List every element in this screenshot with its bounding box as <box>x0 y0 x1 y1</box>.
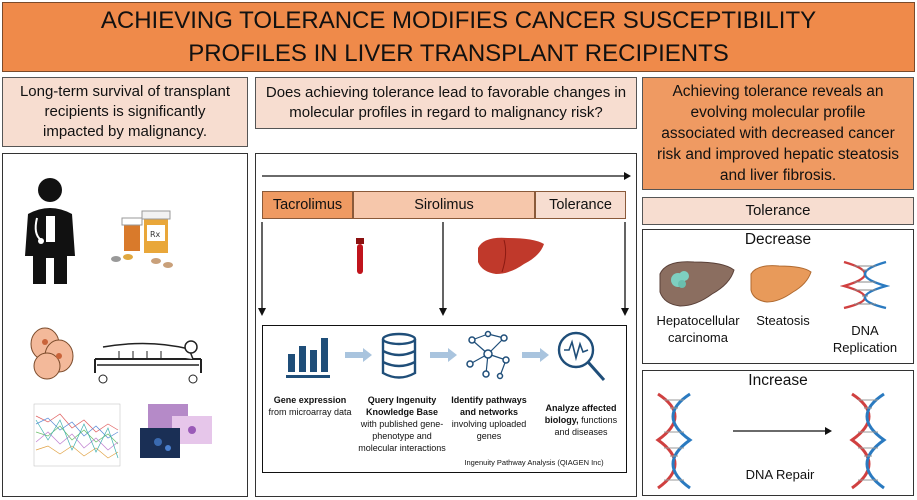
hcc-label: Hepatocellular carcinoma <box>656 313 740 345</box>
vertical-arrows <box>258 222 629 316</box>
tumor-liver-icon <box>659 261 735 307</box>
line-chart-thumbnail <box>33 403 121 467</box>
network-icon <box>466 330 510 380</box>
conclusion-box: Achieving tolerance reveals an evolving … <box>642 77 914 190</box>
workflow-step-2: Query Ingenuity Knowledge Base with publ… <box>358 395 446 453</box>
liver-icon <box>478 237 544 274</box>
fatty-liver-icon <box>750 265 812 303</box>
steatosis-label: Steatosis <box>756 313 810 328</box>
title-banner: ACHIEVING TOLERANCE MODIFIES CANCER SUSC… <box>2 2 915 72</box>
workflow-step-4: Analyze affected biology, functions and … <box>544 403 618 437</box>
title-text: ACHIEVING TOLERANCE MODIFIES CANCER SUSC… <box>100 7 817 67</box>
step-arrow-2 <box>430 348 457 362</box>
workflow-step-3: Identify pathways and networks involving… <box>451 395 527 441</box>
step-arrow-3 <box>522 348 549 362</box>
middle-question-text: Does achieving tolerance lead to favorab… <box>265 84 627 121</box>
timeline-sirolimus: Sirolimus <box>353 191 535 219</box>
left-statement-box: Long-term survival of transplant recipie… <box>2 77 248 147</box>
timeline-tolerance: Tolerance <box>535 191 626 219</box>
increase-heading: Increase <box>748 372 808 389</box>
cells-icon <box>30 327 74 380</box>
middle-question-box: Does achieving tolerance lead to favorab… <box>255 77 637 129</box>
hospital-bed-icon <box>94 340 202 384</box>
dna-replication-label: DNA Replication <box>832 323 898 355</box>
magnifier-waveform-icon <box>557 331 606 381</box>
dna-repair-label: DNA Repair <box>745 467 815 482</box>
tolerance-label-box: Tolerance <box>642 197 914 225</box>
dna-icon-right <box>849 392 887 490</box>
pill-bottles-icon: Rx <box>111 210 173 268</box>
decrease-heading: Decrease <box>744 231 812 248</box>
workflow-step-1: Gene expression from microarray data <box>268 395 352 417</box>
bar-chart-icon <box>286 338 330 378</box>
increase-panel <box>642 370 914 496</box>
database-icon <box>381 332 417 379</box>
dna-icon-left <box>655 392 693 490</box>
svg-text:Rx: Rx <box>150 230 161 239</box>
timeline-arrow <box>262 172 631 180</box>
conclusion-text: Achieving tolerance reveals an evolving … <box>656 83 900 184</box>
blood-tube-icon <box>356 238 364 274</box>
left-statement-text: Long-term survival of transplant recipie… <box>19 83 231 140</box>
doctor-icon <box>25 178 75 284</box>
histology-thumbnail <box>140 404 212 458</box>
timeline-tacrolimus: Tacrolimus <box>262 191 353 219</box>
workflow-source: Ingenuity Pathway Analysis (QIAGEN Inc) <box>464 458 604 467</box>
dna-icon <box>840 260 890 310</box>
step-arrow-1 <box>345 348 372 362</box>
dna-repair-arrow <box>733 427 832 435</box>
left-illustration-frame: Rx <box>2 153 248 497</box>
tolerance-label: Tolerance <box>745 202 811 219</box>
